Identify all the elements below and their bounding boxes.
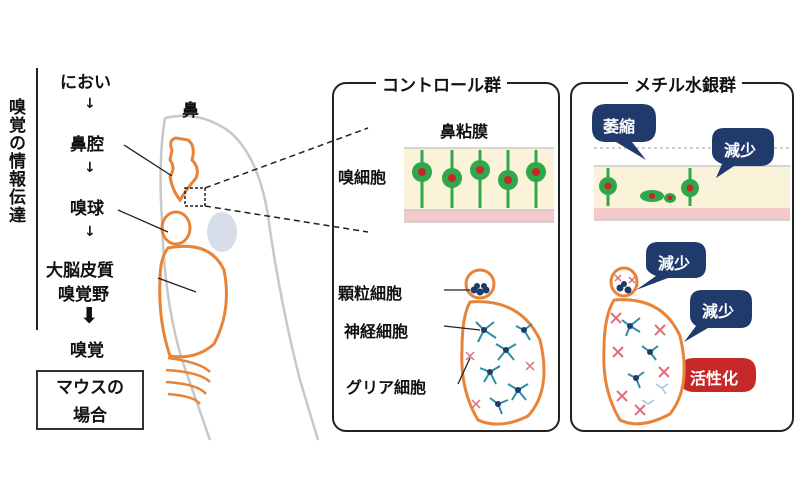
flow-cerebral-cortex: 大脳皮質	[46, 261, 114, 281]
mercury-bulb-glia	[614, 274, 636, 284]
activation-label: 活性化	[690, 369, 739, 388]
flow-nasal-cavity: 鼻腔	[70, 135, 104, 155]
flow-olfactory-bulb: 嗅球	[70, 199, 104, 219]
decrease-label-1: 減少	[724, 141, 757, 160]
flow-arrow-3: ↓	[84, 224, 96, 240]
pointer-bulb	[117, 209, 169, 233]
flow-big-arrow: ⬇	[80, 304, 99, 329]
flow-arrow-2: ↓	[84, 160, 96, 176]
mercury-neuron-bodies	[627, 323, 653, 381]
bubble-decrease-1	[712, 128, 774, 178]
mercury-bulb	[609, 266, 639, 298]
flow-smell: におい	[60, 73, 111, 93]
mouse-case-box: マウスの 場合	[36, 370, 144, 430]
mercury-mucosa-base	[594, 208, 790, 220]
cerebellum	[165, 356, 211, 405]
flow-olfactory-area: 嗅覚野	[58, 285, 109, 305]
mercury-receptor-cells	[599, 168, 699, 206]
receptor-cells	[412, 150, 546, 208]
control-granule-cells	[470, 283, 490, 296]
nose-label: 鼻	[182, 101, 199, 121]
eye	[207, 212, 237, 252]
mercury-granule-cells	[616, 281, 632, 294]
bubble-atrophy	[592, 104, 656, 160]
mouse-label-line1: マウスの	[56, 378, 124, 398]
mouse-label-line2: 場合	[73, 406, 107, 426]
bubble-decrease-3	[684, 290, 752, 342]
flow-divider	[36, 68, 38, 330]
olfactory-bulb	[160, 210, 192, 246]
receptor-label: 嗅細胞	[338, 168, 387, 187]
control-glia	[465, 351, 535, 409]
bubble-activation	[664, 358, 756, 392]
control-bulb	[464, 268, 496, 300]
pointer-cortex	[157, 277, 197, 293]
flow-smell-sense: 嗅覚	[70, 341, 104, 361]
mercury-glia-activated	[610, 312, 670, 416]
granule-label: 顆粒細胞	[338, 284, 403, 303]
control-neuron-bodies	[481, 327, 527, 407]
glia-label: グリア細胞	[346, 378, 427, 397]
mercury-title: メチル水銀群	[628, 71, 742, 96]
bubble-decrease-2	[636, 242, 706, 290]
zoom-box	[184, 187, 206, 207]
pointer-nasal	[123, 144, 173, 177]
mucosa-base	[404, 210, 554, 222]
mercury-faded-neurons	[641, 383, 669, 405]
zoom-line-top	[204, 127, 369, 189]
atrophy-label: 萎縮	[603, 117, 636, 136]
flow-arrow-1: ↓	[84, 96, 96, 112]
mucosa-label: 鼻粘膜	[440, 122, 489, 141]
neuron-label: 神経細胞	[344, 322, 409, 341]
decrease-label-3: 減少	[702, 302, 735, 321]
decrease-label-2: 減少	[658, 254, 691, 273]
head-outline-inner	[159, 117, 212, 441]
control-title: コントロール群	[376, 71, 507, 96]
nasal-cavity	[168, 136, 199, 203]
head-outline	[164, 114, 320, 441]
vertical-title: 嗅覚の情報伝達	[5, 98, 25, 224]
zoom-line-bottom	[204, 205, 369, 233]
